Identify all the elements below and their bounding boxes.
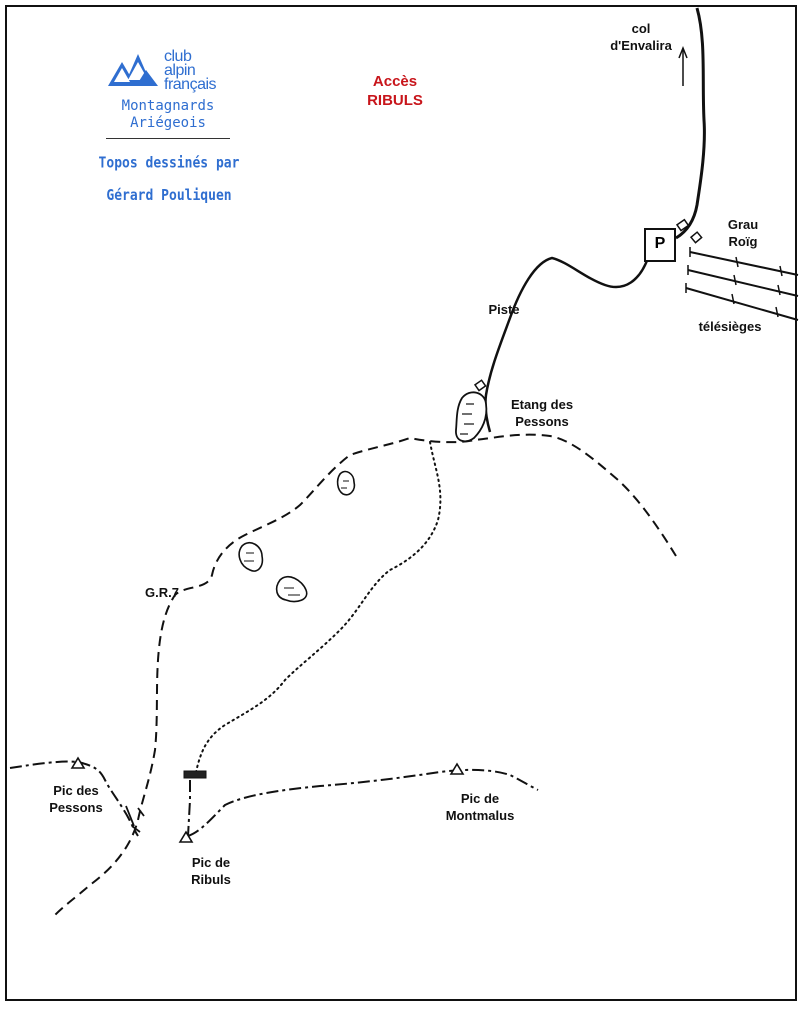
club-name-line: alpin [164,62,196,79]
label-col-envalira: col d'Envalira [598,20,684,54]
club-name-line: français [164,76,217,93]
pass-marks [125,805,145,833]
building [689,231,703,244]
col-marker [183,770,207,779]
club-subtitle: Montagnards Ariégeois [100,98,236,132]
summit-triangle-icon [449,762,465,775]
lake-etang-pessons [455,391,488,443]
parking-label: P [654,235,666,252]
label-line: G.R.7 [145,585,179,600]
label-gr7: G.R.7 [140,584,184,601]
label-line: Grau [727,217,759,232]
credit-line: Gérard Pouliquen [106,187,232,205]
building [675,218,690,232]
label-line: col [631,21,651,36]
label-line: Pessons [49,800,103,815]
label-telesieges: télésièges [680,318,780,335]
label-line: Etang des [510,397,574,412]
trail-gr7 [54,433,677,916]
label-line: télésièges [698,319,762,334]
label-line: Ribuls [191,872,231,887]
title-line: RIBULS [367,92,423,109]
summit-triangle-icon [178,830,194,843]
title-line: Accès [372,73,418,90]
divider [106,138,230,139]
label-line: Piste [488,302,520,317]
ridge-line [187,780,191,837]
lake-small [238,541,264,572]
road-envalira [675,7,706,240]
arrow-up-icon [678,45,688,86]
label-line: Pic de [191,855,231,870]
map-title: Accès RIBULS [340,72,450,110]
credit-line: Topos dessinés par [98,154,240,173]
map-frame [5,5,797,1001]
label-pic-ribuls: Pic de Ribuls [176,854,246,888]
ridge-line [9,760,139,837]
triangles-logo-icon [108,54,158,86]
club-name-line: club [164,48,192,65]
lake-small [275,575,308,603]
ridge-line [187,768,539,837]
club-name: club alpin français [164,48,217,93]
label-etang-pessons: Etang des Pessons [502,396,582,430]
label-pic-pessons: Pic des Pessons [36,782,116,816]
lake-small [336,470,356,496]
label-line: Pessons [515,414,569,429]
label-line: d'Envalira [610,38,672,53]
label-line: Pic de [460,791,500,806]
chairlift-lines [685,247,799,321]
label-pic-montmalus: Pic de Montmalus [432,790,528,824]
route-dotted [195,441,442,773]
label-line: Roïg [728,234,758,249]
label-piste: Piste [484,301,524,318]
credit-text: Topos dessinés par Gérard Pouliquen [96,148,242,212]
label-line: Pic des [53,783,99,798]
club-subtitle-line: Montagnards [121,98,215,114]
club-subtitle-line: Ariégeois [130,115,206,131]
summit-triangle-icon [70,756,86,769]
piste-track [484,256,650,433]
label-grau-roig: Grau Roïg [718,216,768,250]
parking-icon [644,228,676,262]
building [473,379,487,392]
label-line: Montmalus [445,808,515,823]
